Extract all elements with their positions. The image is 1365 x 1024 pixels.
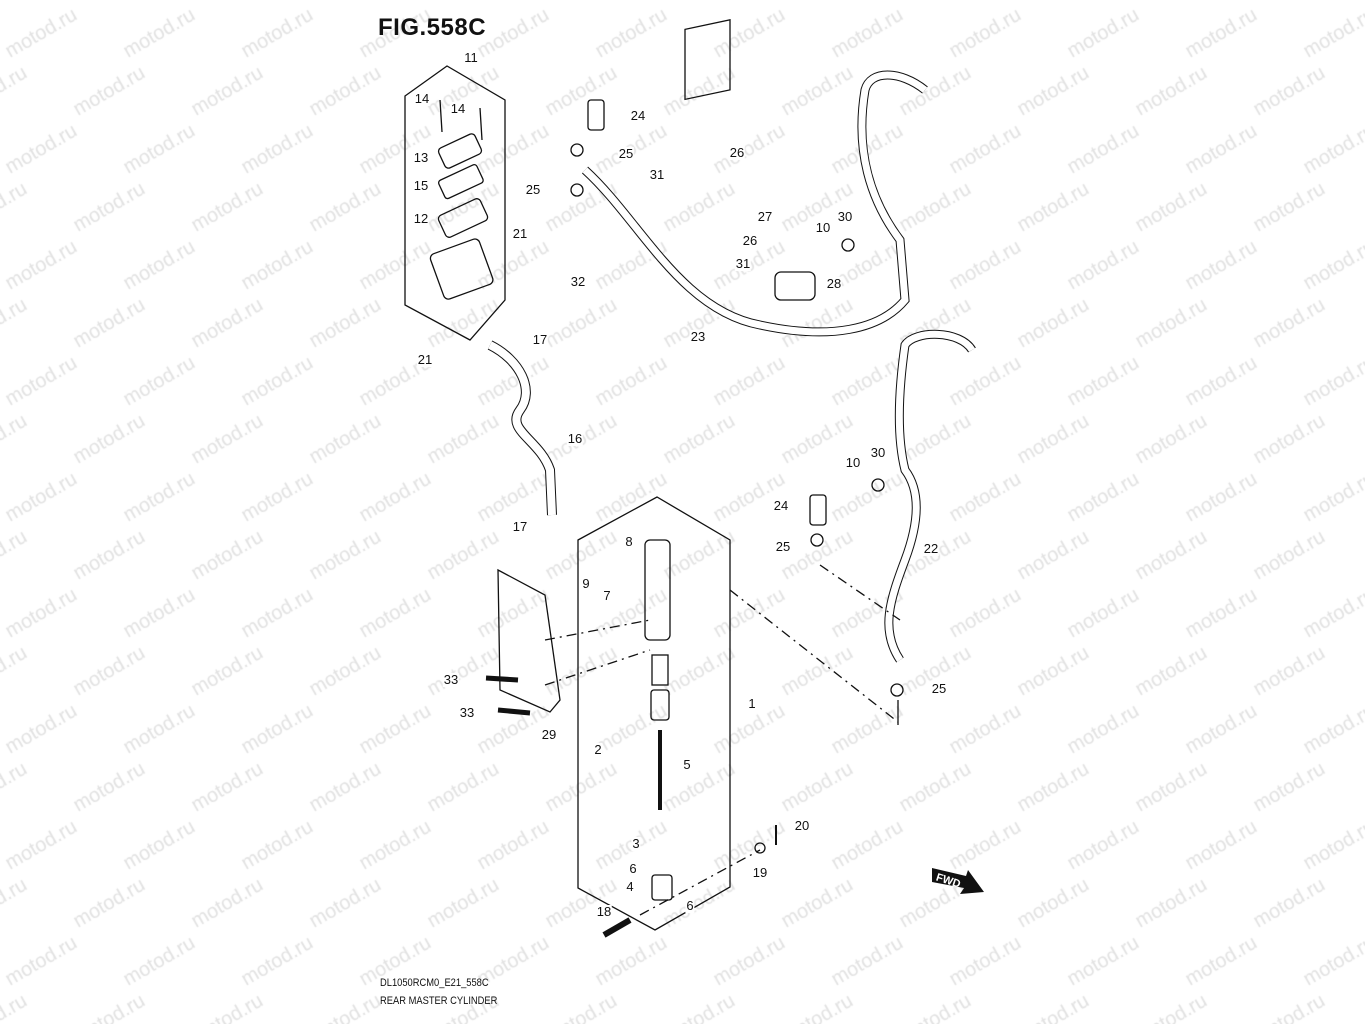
callout-part-9: 9: [581, 576, 591, 591]
callout-part-8: 8: [624, 534, 634, 549]
callout-part-16: 16: [566, 431, 584, 446]
callout-part-25: 25: [524, 182, 542, 197]
callout-part-6: 6: [685, 898, 695, 913]
callout-part-27: 27: [756, 209, 774, 224]
diagram-caption: REAR MASTER CYLINDER: [380, 995, 498, 1007]
figure-title: FIG.558C: [378, 14, 487, 41]
callout-part-15: 15: [412, 178, 430, 193]
callout-part-19: 19: [751, 865, 769, 880]
callout-part-18: 18: [595, 904, 613, 919]
hose-guard-27: [684, 19, 731, 101]
callout-part-25: 25: [774, 539, 792, 554]
callout-part-25: 25: [930, 681, 948, 696]
callout-part-25: 25: [617, 146, 635, 161]
diaphragm-plate: [437, 163, 484, 200]
callout-part-24: 24: [629, 108, 647, 123]
reservoir-group-outline: [404, 65, 506, 341]
callout-part-2: 2: [593, 742, 603, 757]
callout-part-32: 32: [569, 274, 587, 289]
callout-part-14: 14: [449, 101, 467, 116]
callout-part-28: 28: [825, 276, 843, 291]
callout-part-20: 20: [793, 818, 811, 833]
callout-part-7: 7: [602, 588, 612, 603]
cylinder-body: [644, 539, 671, 641]
callout-part-6: 6: [628, 861, 638, 876]
piston: [650, 689, 670, 721]
callout-part-29: 29: [540, 727, 558, 742]
callout-part-17: 17: [531, 332, 549, 347]
callout-part-24: 24: [772, 498, 790, 513]
callout-part-33: 33: [458, 705, 476, 720]
reservoir: [429, 238, 494, 300]
callout-part-4: 4: [625, 879, 635, 894]
clevis: [651, 874, 673, 901]
callout-part-1: 1: [747, 696, 757, 711]
callout-part-33: 33: [442, 672, 460, 687]
diaphragm: [437, 198, 489, 238]
callout-part-21: 21: [511, 226, 529, 241]
reservoir-cap: [437, 133, 483, 169]
callout-part-30: 30: [869, 445, 887, 460]
callout-part-31: 31: [734, 256, 752, 271]
diagram-code: DL1050RCM0_E21_558C: [380, 977, 489, 989]
hose-clamp-28: [774, 271, 816, 301]
callout-part-21: 21: [416, 352, 434, 367]
callout-part-11: 11: [463, 50, 479, 65]
callout-part-12: 12: [412, 211, 430, 226]
callout-part-22: 22: [922, 541, 940, 556]
heel-guard-29: [497, 568, 561, 713]
callout-part-10: 10: [844, 455, 862, 470]
callout-part-10: 10: [814, 220, 832, 235]
callout-part-5: 5: [682, 757, 692, 772]
callout-part-3: 3: [631, 836, 641, 851]
callout-part-17: 17: [511, 519, 529, 534]
callout-part-14: 14: [413, 91, 431, 106]
fwd-arrow-icon: FWD: [932, 868, 984, 894]
master-cylinder-group-outline: [577, 496, 731, 931]
callout-part-26: 26: [728, 145, 746, 160]
spring: [651, 654, 669, 686]
callout-part-26: 26: [741, 233, 759, 248]
callout-part-30: 30: [836, 209, 854, 224]
callout-part-13: 13: [412, 150, 430, 165]
callout-part-23: 23: [689, 329, 707, 344]
callout-part-31: 31: [648, 167, 666, 182]
